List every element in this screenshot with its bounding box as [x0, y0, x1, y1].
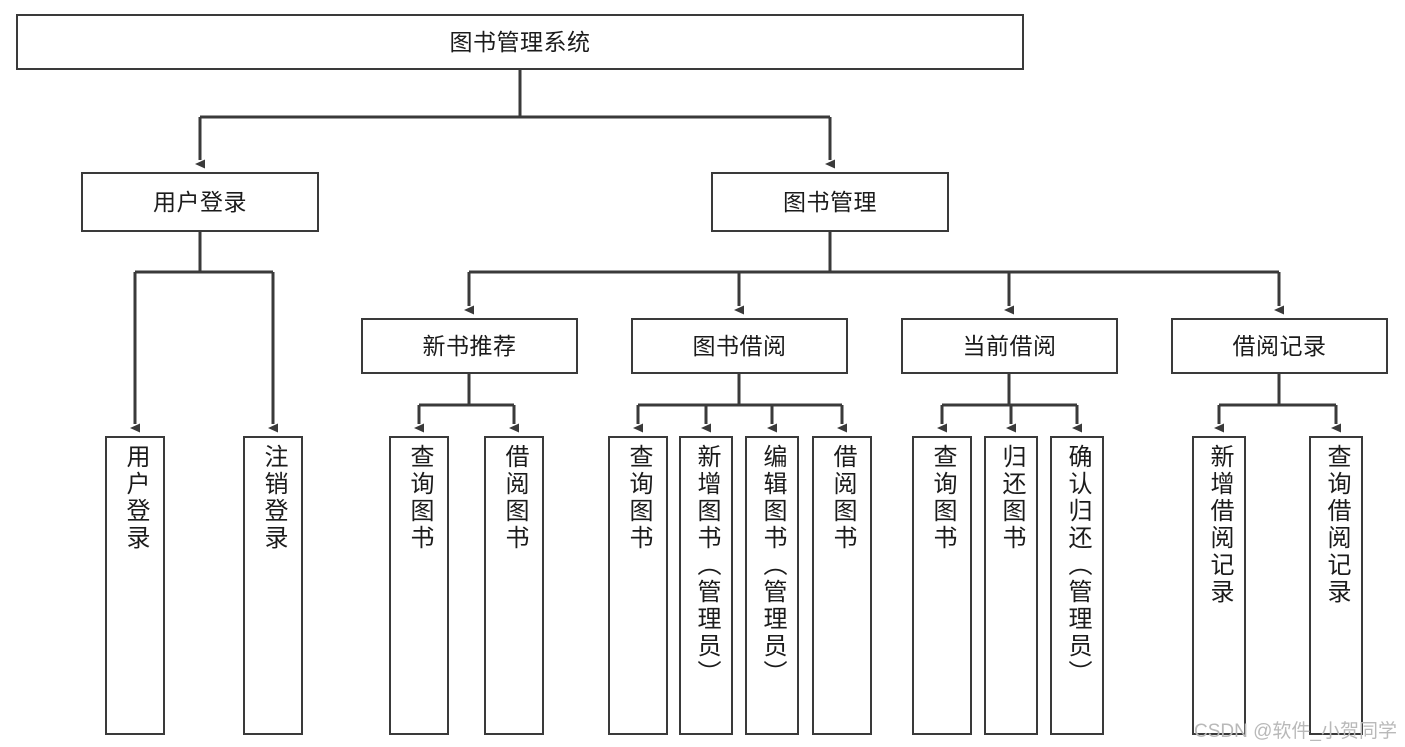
- node-leaf-user-login[interactable]: 用户登录: [105, 436, 165, 735]
- node-label: 图书借阅: [692, 332, 787, 359]
- node-label: 借阅图书: [829, 444, 856, 552]
- node-leaf-edit-book-admin[interactable]: 编辑图书（管理员）: [745, 436, 799, 735]
- node-leaf-return-book[interactable]: 归还图书: [984, 436, 1038, 735]
- node-label: 查询图书: [929, 444, 956, 552]
- node-new-book-recommendation[interactable]: 新书推荐: [361, 318, 578, 374]
- node-leaf-add-borrow-record[interactable]: 新增借阅记录: [1192, 436, 1246, 735]
- node-leaf-add-book-admin[interactable]: 新增图书（管理员）: [679, 436, 733, 735]
- node-leaf-query-borrow-record[interactable]: 查询借阅记录: [1309, 436, 1363, 735]
- node-borrowing-records[interactable]: 借阅记录: [1171, 318, 1388, 374]
- node-label: 查询图书: [406, 444, 433, 552]
- node-book-management[interactable]: 图书管理: [711, 172, 949, 232]
- node-label: 借阅记录: [1232, 332, 1327, 359]
- node-label: 归还图书: [998, 444, 1025, 552]
- node-current-borrowing[interactable]: 当前借阅: [901, 318, 1118, 374]
- node-book-borrowing[interactable]: 图书借阅: [631, 318, 848, 374]
- node-leaf-borrow-book[interactable]: 借阅图书: [812, 436, 872, 735]
- node-leaf-confirm-return-admin[interactable]: 确认归还（管理员）: [1050, 436, 1104, 735]
- node-label: 用户登录: [153, 188, 247, 215]
- node-leaf-logout[interactable]: 注销登录: [243, 436, 303, 735]
- node-label: 图书管理: [783, 188, 877, 215]
- node-label: 确认归还（管理员）: [1064, 444, 1091, 687]
- node-label: 新书推荐: [422, 332, 517, 359]
- watermark-text: CSDN @软件_小贺同学: [1194, 721, 1397, 742]
- node-root-system[interactable]: 图书管理系统: [16, 14, 1024, 70]
- node-label: 编辑图书（管理员）: [759, 444, 786, 687]
- node-label: 借阅图书: [501, 444, 528, 552]
- node-label: 新增图书（管理员）: [693, 444, 720, 687]
- node-label: 当前借阅: [962, 332, 1057, 359]
- node-label: 新增借阅记录: [1206, 444, 1233, 606]
- node-label: 查询图书: [625, 444, 652, 552]
- node-leaf-borrow-book-rec[interactable]: 借阅图书: [484, 436, 544, 735]
- node-leaf-query-book-rec[interactable]: 查询图书: [389, 436, 449, 735]
- node-label: 图书管理系统: [449, 28, 591, 55]
- node-label: 用户登录: [122, 444, 149, 552]
- node-user-login[interactable]: 用户登录: [81, 172, 319, 232]
- node-leaf-query-book-current[interactable]: 查询图书: [912, 436, 972, 735]
- node-label: 查询借阅记录: [1323, 444, 1350, 606]
- node-leaf-query-book-borrow[interactable]: 查询图书: [608, 436, 668, 735]
- node-label: 注销登录: [260, 444, 287, 552]
